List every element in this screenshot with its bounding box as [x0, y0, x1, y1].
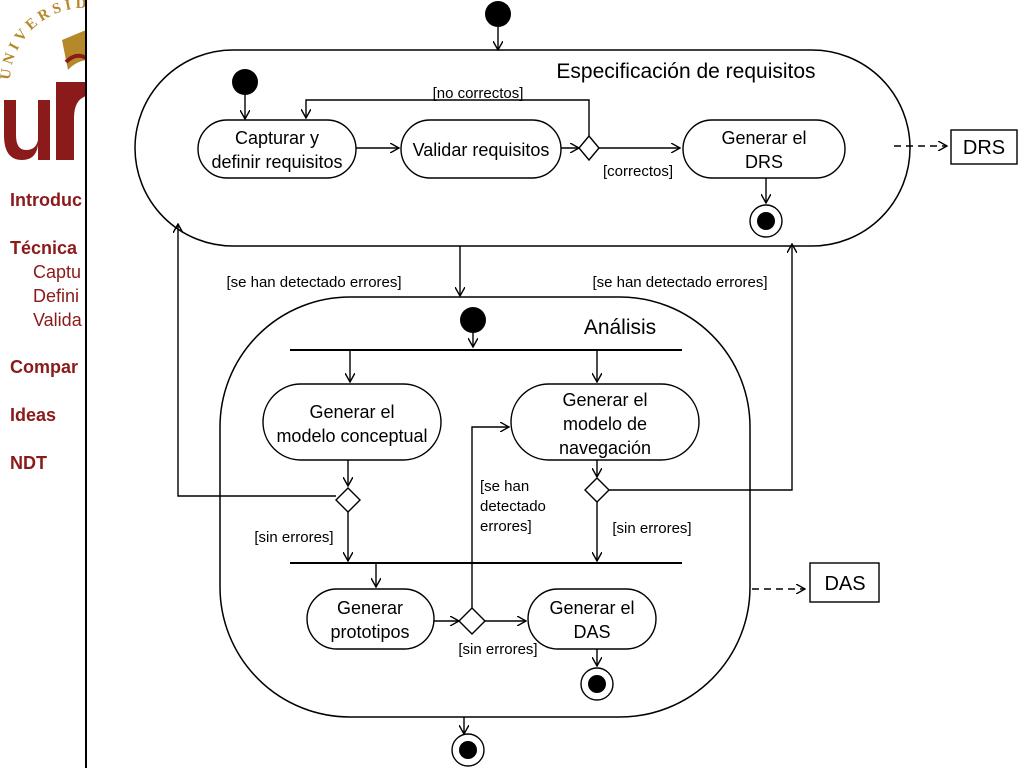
artifact-das — [809, 562, 880, 603]
activity-modelo-navegacion — [510, 383, 700, 461]
activity-label: Generar el — [309, 402, 394, 422]
sidebar: UNIVERSIDAD Introduc Técnica Captu Defin… — [0, 0, 86, 768]
guard-errores-right: [se han detectado errores] — [592, 274, 767, 291]
activity-label: DAS — [573, 622, 610, 642]
activity-capturar — [197, 119, 357, 179]
nav-item-ndt[interactable]: NDT — [10, 453, 47, 473]
activity-label: Generar — [337, 598, 403, 618]
activity-label: modelo de — [563, 414, 647, 434]
slide-divider — [85, 0, 87, 768]
region-title-especificacion: Especificación de requisitos — [556, 60, 815, 83]
activity-modelo-conceptual — [262, 383, 442, 461]
activity-label: Generar el — [562, 390, 647, 410]
guard-errores-navegacion: [se han — [480, 478, 529, 495]
activity-label: navegación — [559, 438, 651, 458]
decision-node-conceptual — [335, 487, 361, 513]
flow-arrow-no-correctos — [306, 99, 590, 136]
initial-node-global — [485, 1, 511, 27]
guard-errores-left: [se han detectado errores] — [226, 274, 401, 291]
guard-no-correctos: [no correctos] — [433, 85, 524, 102]
guard-sin-errores-left: [sin errores] — [254, 529, 333, 546]
logo-letter-shape — [4, 100, 50, 160]
nav-item-ideas[interactable]: Ideas — [10, 405, 57, 425]
decision-node-navegacion — [584, 477, 610, 503]
activity-label: definir requisitos — [211, 152, 342, 172]
decision-node-prototipos — [458, 607, 486, 635]
guard-sin-errores-right: [sin errores] — [612, 520, 691, 537]
guard-sin-errores-bottom: [sin errores] — [458, 641, 537, 658]
region-analisis — [219, 296, 751, 718]
activity-generar-das — [527, 588, 657, 650]
activity-label: DRS — [745, 152, 783, 172]
region-especificacion — [134, 49, 911, 247]
region-title-analisis: Análisis — [584, 316, 656, 339]
initial-node-analisis — [460, 307, 486, 333]
initial-node-especificacion — [232, 69, 258, 95]
activity-label: prototipos — [330, 622, 409, 642]
decision-node-validacion — [578, 134, 600, 162]
activity-label: Validar requisitos — [413, 140, 550, 160]
activity-label: Generar el — [721, 128, 806, 148]
activity-validar — [400, 119, 562, 179]
university-logo: UNIVERSIDAD — [0, 0, 86, 160]
guard-correctos: [correctos] — [603, 163, 673, 180]
guard-errores-navegacion: errores] — [480, 518, 532, 535]
activity-label: Capturar y — [235, 128, 319, 148]
flow-arrow-errores-left — [178, 224, 336, 497]
nav-item-comparativa[interactable]: Compar — [10, 357, 79, 377]
nav-subitem-validacion[interactable]: Valida — [33, 310, 82, 330]
guard-errores-navegacion: detectado — [480, 498, 546, 515]
nav-item-tecnicas[interactable]: Técnica — [10, 238, 78, 258]
flow-arrow-errores-right — [609, 244, 792, 491]
flow-arrow-errores-navegacion — [471, 427, 509, 608]
activity-label: modelo conceptual — [276, 426, 427, 446]
activity-prototipos — [306, 588, 435, 650]
artifact-label-das: DAS — [824, 573, 865, 595]
nav-subitem-captura[interactable]: Captu — [33, 262, 82, 282]
artifact-label-drs: DRS — [963, 137, 1005, 159]
activity-label: Generar el — [549, 598, 634, 618]
nav-item-introduccion[interactable]: Introduc — [10, 190, 82, 210]
nav-subitem-definicion[interactable]: Defini — [33, 286, 80, 306]
activity-generar-drs — [682, 119, 846, 179]
artifact-drs — [950, 129, 1018, 165]
